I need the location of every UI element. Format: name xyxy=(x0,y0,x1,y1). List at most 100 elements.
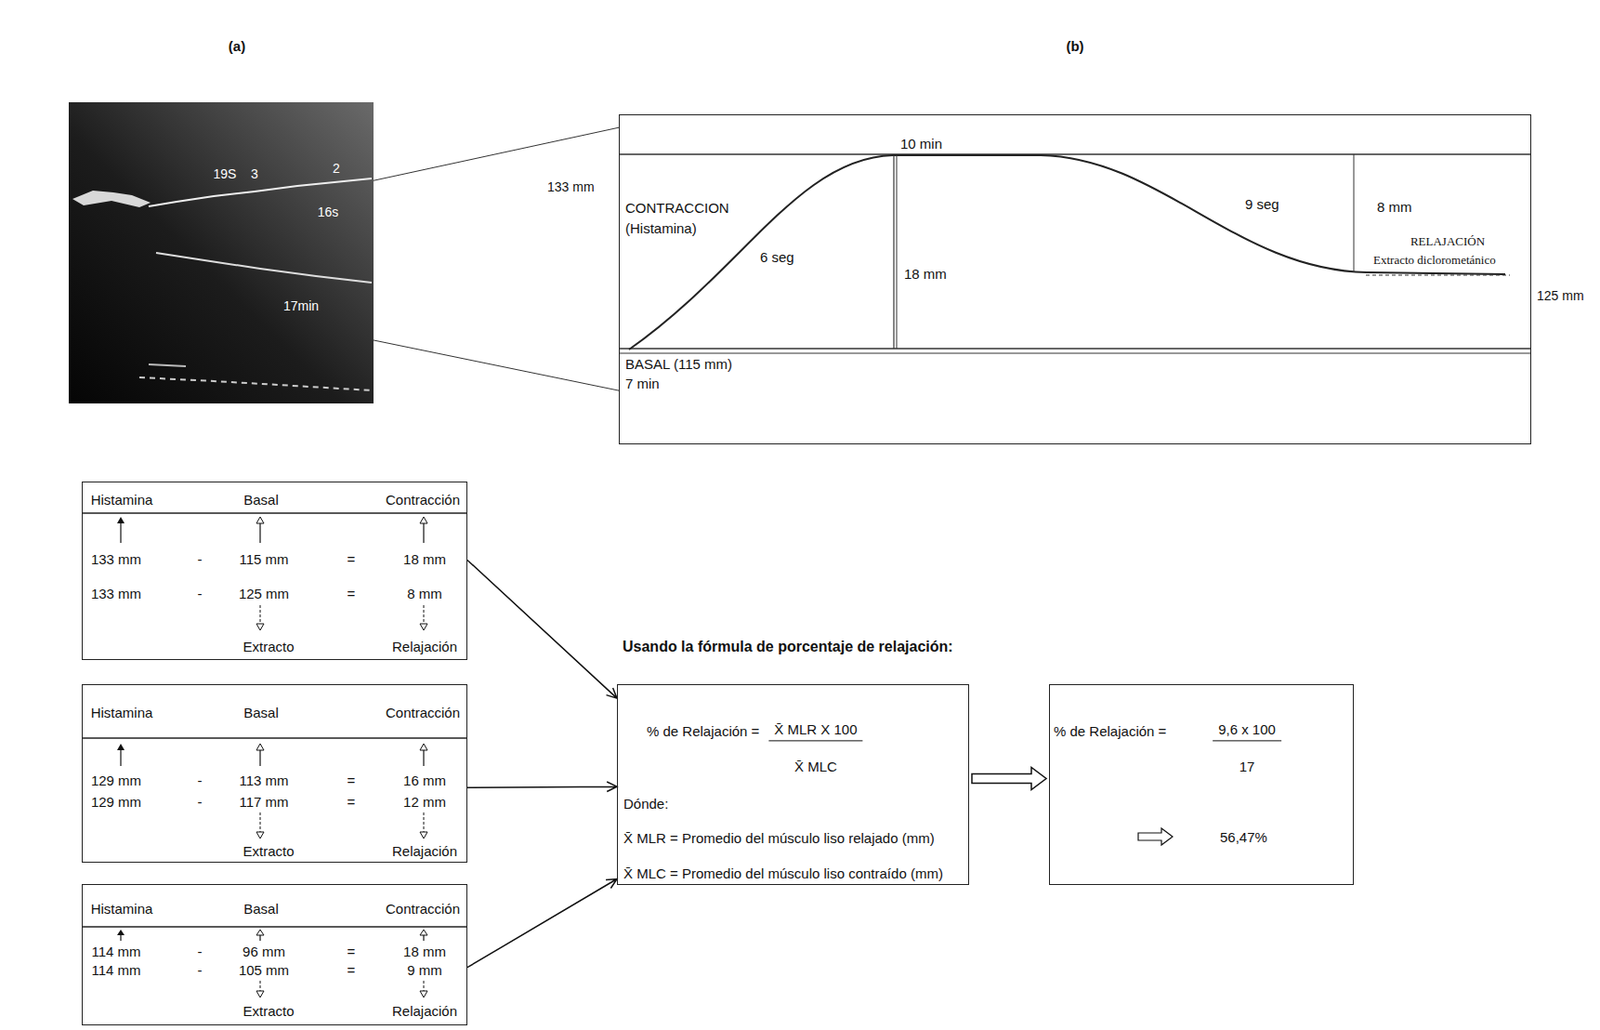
formula-text: X̄ MLR = Promedio del músculo liso relaj… xyxy=(623,829,935,846)
pointer-arrow xyxy=(259,934,261,941)
formula-text: % de Relajación = xyxy=(646,722,760,739)
table-cell: - xyxy=(197,793,203,810)
table-rule xyxy=(81,511,468,514)
dimension-label: 125 mm xyxy=(1536,288,1585,303)
pointer-arrow xyxy=(419,929,428,935)
pointer-arrow xyxy=(256,743,264,750)
connector xyxy=(373,340,619,391)
table-cell: 129 mm xyxy=(91,793,142,810)
chart-annotation: 6 seg xyxy=(758,249,797,265)
photo-trace xyxy=(148,178,372,207)
formula-text: X̄ MLC = Promedio del músculo liso contr… xyxy=(623,865,944,881)
pointer-arrow xyxy=(117,929,125,935)
chart-annotation: 9 seg xyxy=(1243,196,1282,212)
table-cell: Relajación xyxy=(392,1002,458,1019)
pointer-arrow xyxy=(256,990,264,997)
pointer-arrow xyxy=(256,516,264,524)
connector xyxy=(467,781,617,791)
dimension-label: (b) xyxy=(1065,38,1084,54)
relaxed-level-line xyxy=(1365,275,1510,276)
chart-annotation: (Histamina) xyxy=(623,220,699,237)
result-text: 56,47% xyxy=(1219,828,1268,845)
table-cell: Basal xyxy=(243,491,279,508)
table-cell: 133 mm xyxy=(91,550,142,567)
measurement-table: HistaminaBasalContracción114 mm-96 mm=18… xyxy=(81,883,468,1025)
pointer-arrow xyxy=(419,990,428,997)
photo-panel: 19S3216s17min xyxy=(68,102,374,404)
photo-trace xyxy=(139,377,372,391)
formula-text: Dónde: xyxy=(623,795,669,812)
photo-trace xyxy=(156,252,372,283)
table-cell: 8 mm xyxy=(406,585,443,602)
chart-annotation: 8 mm xyxy=(1375,198,1415,215)
table-cell: 114 mm xyxy=(91,943,141,959)
relaxation-line xyxy=(1353,154,1355,273)
measurement-table: HistaminaBasalContracción129 mm-113 mm=1… xyxy=(81,683,468,863)
table-cell: 125 mm xyxy=(238,585,289,602)
table-cell: 96 mm xyxy=(242,943,286,959)
table-cell: Relajación xyxy=(392,842,458,859)
formula-text: X̄ MLC xyxy=(794,758,838,774)
chart-annotation: 18 mm xyxy=(902,265,949,282)
table-cell: 12 mm xyxy=(403,793,446,810)
pointer-arrow xyxy=(422,749,424,766)
result-arrow xyxy=(1138,827,1173,845)
pointer-arrow xyxy=(256,831,264,839)
table-cell: Extracto xyxy=(242,638,294,655)
pointer-arrow xyxy=(259,749,261,766)
photo-annotation: 2 xyxy=(332,160,341,176)
pointer-arrow xyxy=(423,980,425,991)
table-cell: - xyxy=(197,772,203,788)
result-text: 17 xyxy=(1239,758,1256,774)
contraction-curve xyxy=(629,155,1506,350)
pointer-arrow xyxy=(422,523,424,543)
pointer-arrow xyxy=(119,749,121,766)
table-cell: 9 mm xyxy=(406,961,443,978)
table-cell: 113 mm xyxy=(238,772,289,788)
pointer-arrow xyxy=(256,623,264,630)
trace-chart: 10 minCONTRACCION(Histamina)6 seg18 mm9 … xyxy=(618,114,1532,445)
table-cell: Extracto xyxy=(242,1002,294,1019)
table-cell: = xyxy=(347,961,356,978)
pointer-arrow xyxy=(260,604,262,624)
formula-text: X̄ MLR X 100 xyxy=(768,721,863,741)
pointer-arrow xyxy=(423,812,425,832)
formula-box: Usando la fórmula de porcentaje de relaj… xyxy=(616,683,970,885)
photo-annotation: 16s xyxy=(317,204,340,220)
table-cell: 105 mm xyxy=(238,961,289,978)
table-cell: = xyxy=(347,943,356,959)
result-box: % de Relajación =9,6 x 1001756,47% xyxy=(1049,683,1354,885)
kymograph-photo xyxy=(68,102,374,404)
pointer-arrow xyxy=(419,743,428,750)
table-cell: Extracto xyxy=(242,842,294,859)
table-cell: Histamina xyxy=(91,491,154,508)
pointer-arrow xyxy=(119,523,121,543)
pointer-arrow xyxy=(117,743,125,750)
table-cell: 133 mm xyxy=(91,585,142,602)
table-rule xyxy=(81,736,468,739)
chart-annotation: 10 min xyxy=(898,135,945,152)
baseline xyxy=(618,347,1532,350)
table-cell: Histamina xyxy=(91,900,154,917)
table-cell: 16 mm xyxy=(403,772,446,788)
connector xyxy=(971,767,1047,790)
table-cell: 129 mm xyxy=(91,772,142,788)
table-cell: - xyxy=(197,550,203,567)
chart-annotation: RELAJACIÓN xyxy=(1408,235,1487,250)
table-cell: = xyxy=(347,585,356,602)
table-rule xyxy=(81,925,468,928)
pointer-arrow xyxy=(260,980,262,991)
pointer-arrow xyxy=(422,934,424,941)
table-cell: Relajación xyxy=(392,638,458,655)
pointer-arrow xyxy=(419,623,428,630)
result-text: % de Relajación = xyxy=(1053,722,1167,739)
table-cell: = xyxy=(347,772,356,788)
table-cell: Histamina xyxy=(91,704,154,721)
table-cell: = xyxy=(347,793,356,810)
photo-annotation: 3 xyxy=(250,166,259,182)
photo-trace xyxy=(148,364,186,367)
table-cell: Contracción xyxy=(385,491,460,508)
table-cell: Basal xyxy=(243,900,279,917)
pointer-arrow xyxy=(119,934,121,941)
